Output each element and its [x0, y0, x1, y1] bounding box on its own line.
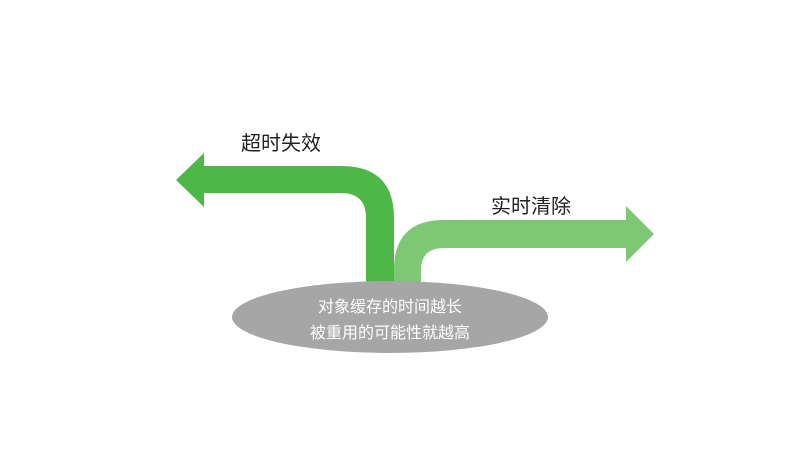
timeout-arrow	[176, 153, 394, 290]
timeout-label: 超时失效	[241, 131, 321, 155]
realtime-arrow	[394, 206, 654, 290]
center-text-line-1: 对象缓存的时间越长	[317, 297, 462, 316]
center-text-line-2: 被重用的可能性就越高	[309, 323, 470, 342]
realtime-label: 实时清除	[491, 194, 571, 218]
base-ellipse	[232, 281, 548, 353]
